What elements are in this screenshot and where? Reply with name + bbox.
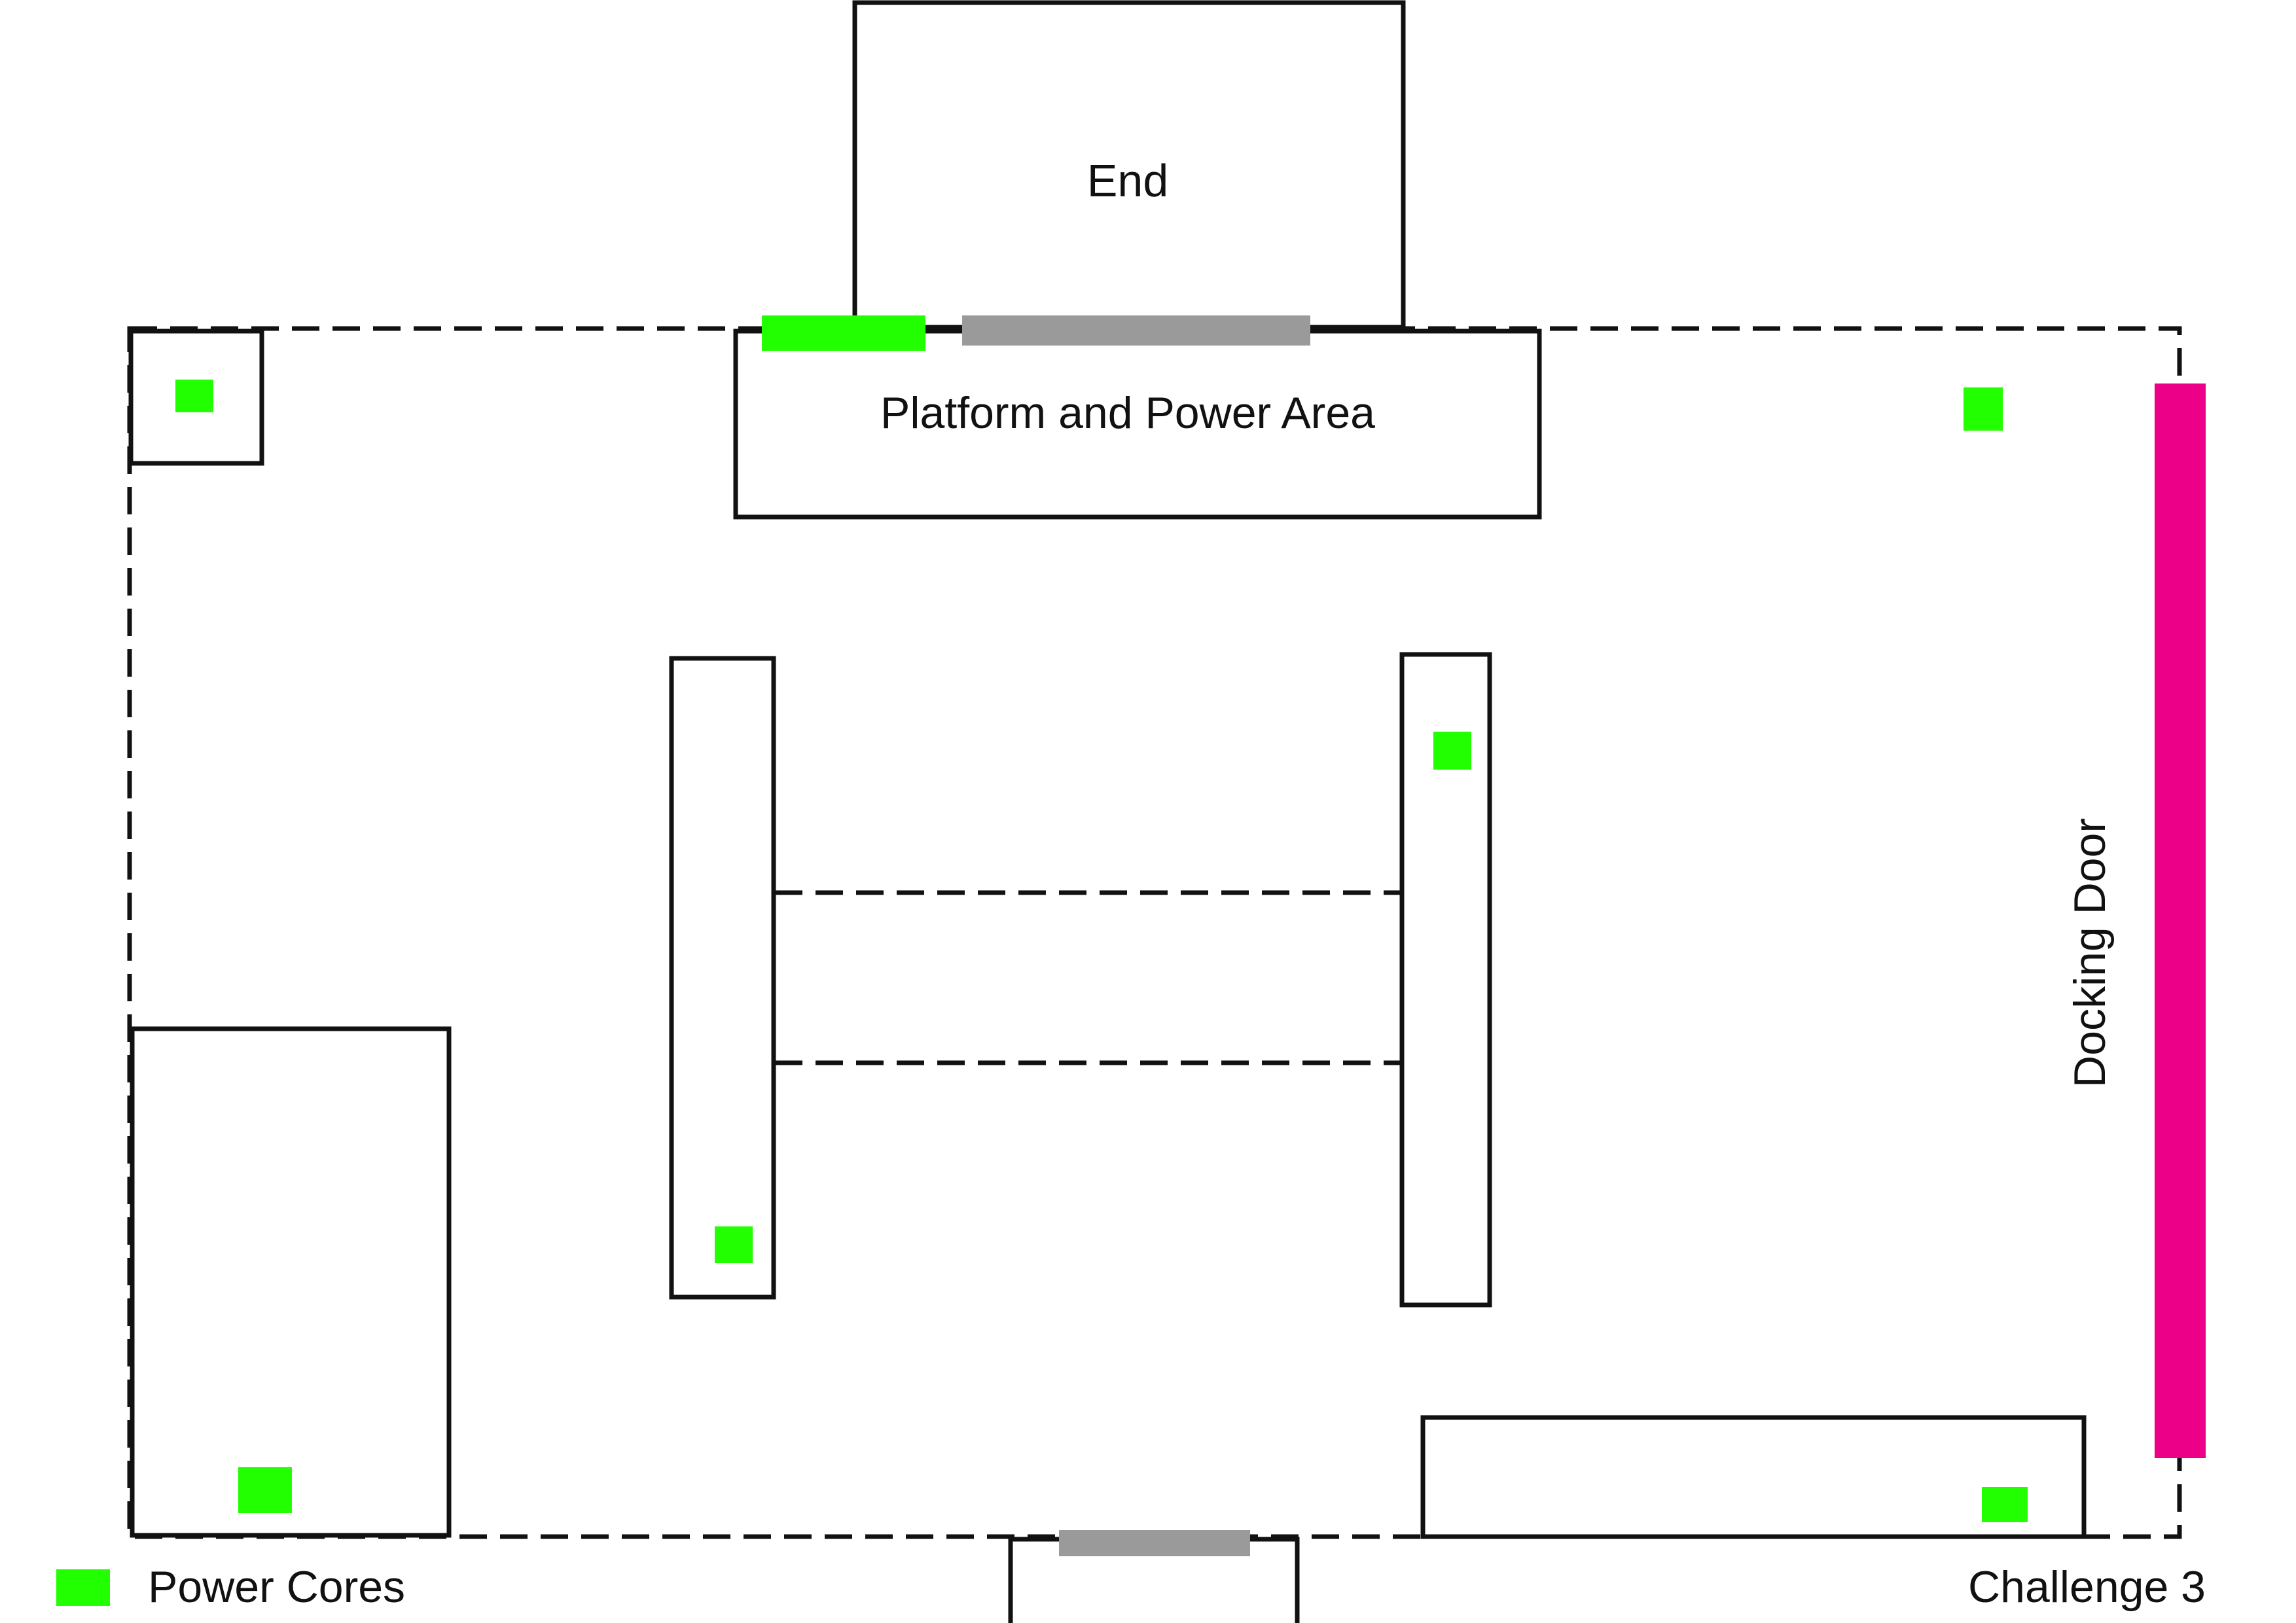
platform-power-area	[733, 329, 1542, 520]
power-core	[715, 1226, 753, 1263]
power-core-strip	[762, 315, 925, 351]
power-core	[1433, 732, 1471, 770]
docking-door-label: Docking Door	[2065, 818, 2115, 1088]
power-core	[1964, 387, 2003, 431]
legend-power-cores-label: Power Cores	[148, 1562, 405, 1612]
legend-power-core-swatch	[56, 1569, 110, 1606]
platform-bottom-right	[1420, 1415, 2087, 1539]
top-ramp	[962, 315, 1310, 346]
corner-box-top-left	[128, 329, 264, 466]
challenge-label: Challenge 3	[1968, 1562, 2206, 1612]
legend: Power Cores	[56, 1562, 405, 1612]
bottom-ramp	[1059, 1530, 1250, 1556]
power-core	[175, 380, 213, 412]
power-core	[238, 1467, 292, 1513]
platform-label: Platform and Power Area	[880, 388, 1375, 438]
end-zone	[852, 0, 1406, 330]
pillar-left	[669, 656, 776, 1300]
docking-door	[2155, 383, 2206, 1458]
end-label: End	[1087, 155, 1169, 206]
box-bottom-left	[130, 1026, 452, 1538]
power-core	[1982, 1487, 2028, 1522]
